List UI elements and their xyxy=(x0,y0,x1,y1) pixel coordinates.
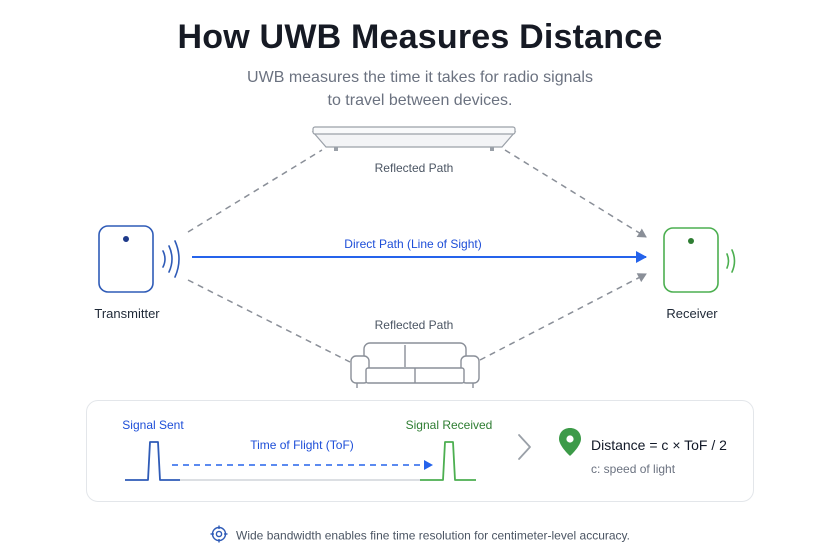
transmitter-label: Transmitter xyxy=(94,306,160,321)
reflected-path-top-left xyxy=(187,149,323,233)
receiver-label: Receiver xyxy=(666,306,718,321)
footnote: Wide bandwidth enables fine time resolut… xyxy=(0,525,840,546)
reflected-path-bottom-left xyxy=(187,279,351,363)
signal-waves-icon xyxy=(162,240,180,278)
direct-path-label: Direct Path (Line of Sight) xyxy=(344,237,482,251)
subtitle-line-2: to travel between devices. xyxy=(327,92,513,109)
page-title: How UWB Measures Distance xyxy=(177,18,663,56)
signal-received-label: Signal Received xyxy=(405,418,493,432)
reflected-path-bottom-right xyxy=(479,273,647,361)
ceiling-reflector-icon xyxy=(311,126,517,151)
footnote-text: Wide bandwidth enables fine time resolut… xyxy=(236,528,630,543)
sofa-icon xyxy=(350,342,480,388)
transmitter-device-icon xyxy=(98,225,154,293)
page-subtitle: UWB measures the time it takes for radio… xyxy=(0,66,840,112)
signal-sent-label: Signal Sent xyxy=(122,418,184,432)
receiver-signal-waves-icon xyxy=(726,249,736,273)
target-icon xyxy=(210,525,228,546)
distance-formula: Distance = c × ToF / 2 xyxy=(591,437,727,453)
reflected-path-top-right xyxy=(504,149,647,238)
time-of-flight-label: Time of Flight (ToF) xyxy=(250,438,354,452)
subtitle-line-1: UWB measures the time it takes for radio… xyxy=(247,69,593,86)
formula-note: c: speed of light xyxy=(591,462,676,476)
reflected-path-top-label: Reflected Path xyxy=(374,161,454,175)
reflected-path-bottom-label: Reflected Path xyxy=(374,318,454,332)
receiver-device-icon xyxy=(663,227,719,293)
uwb-diagram xyxy=(98,126,736,388)
